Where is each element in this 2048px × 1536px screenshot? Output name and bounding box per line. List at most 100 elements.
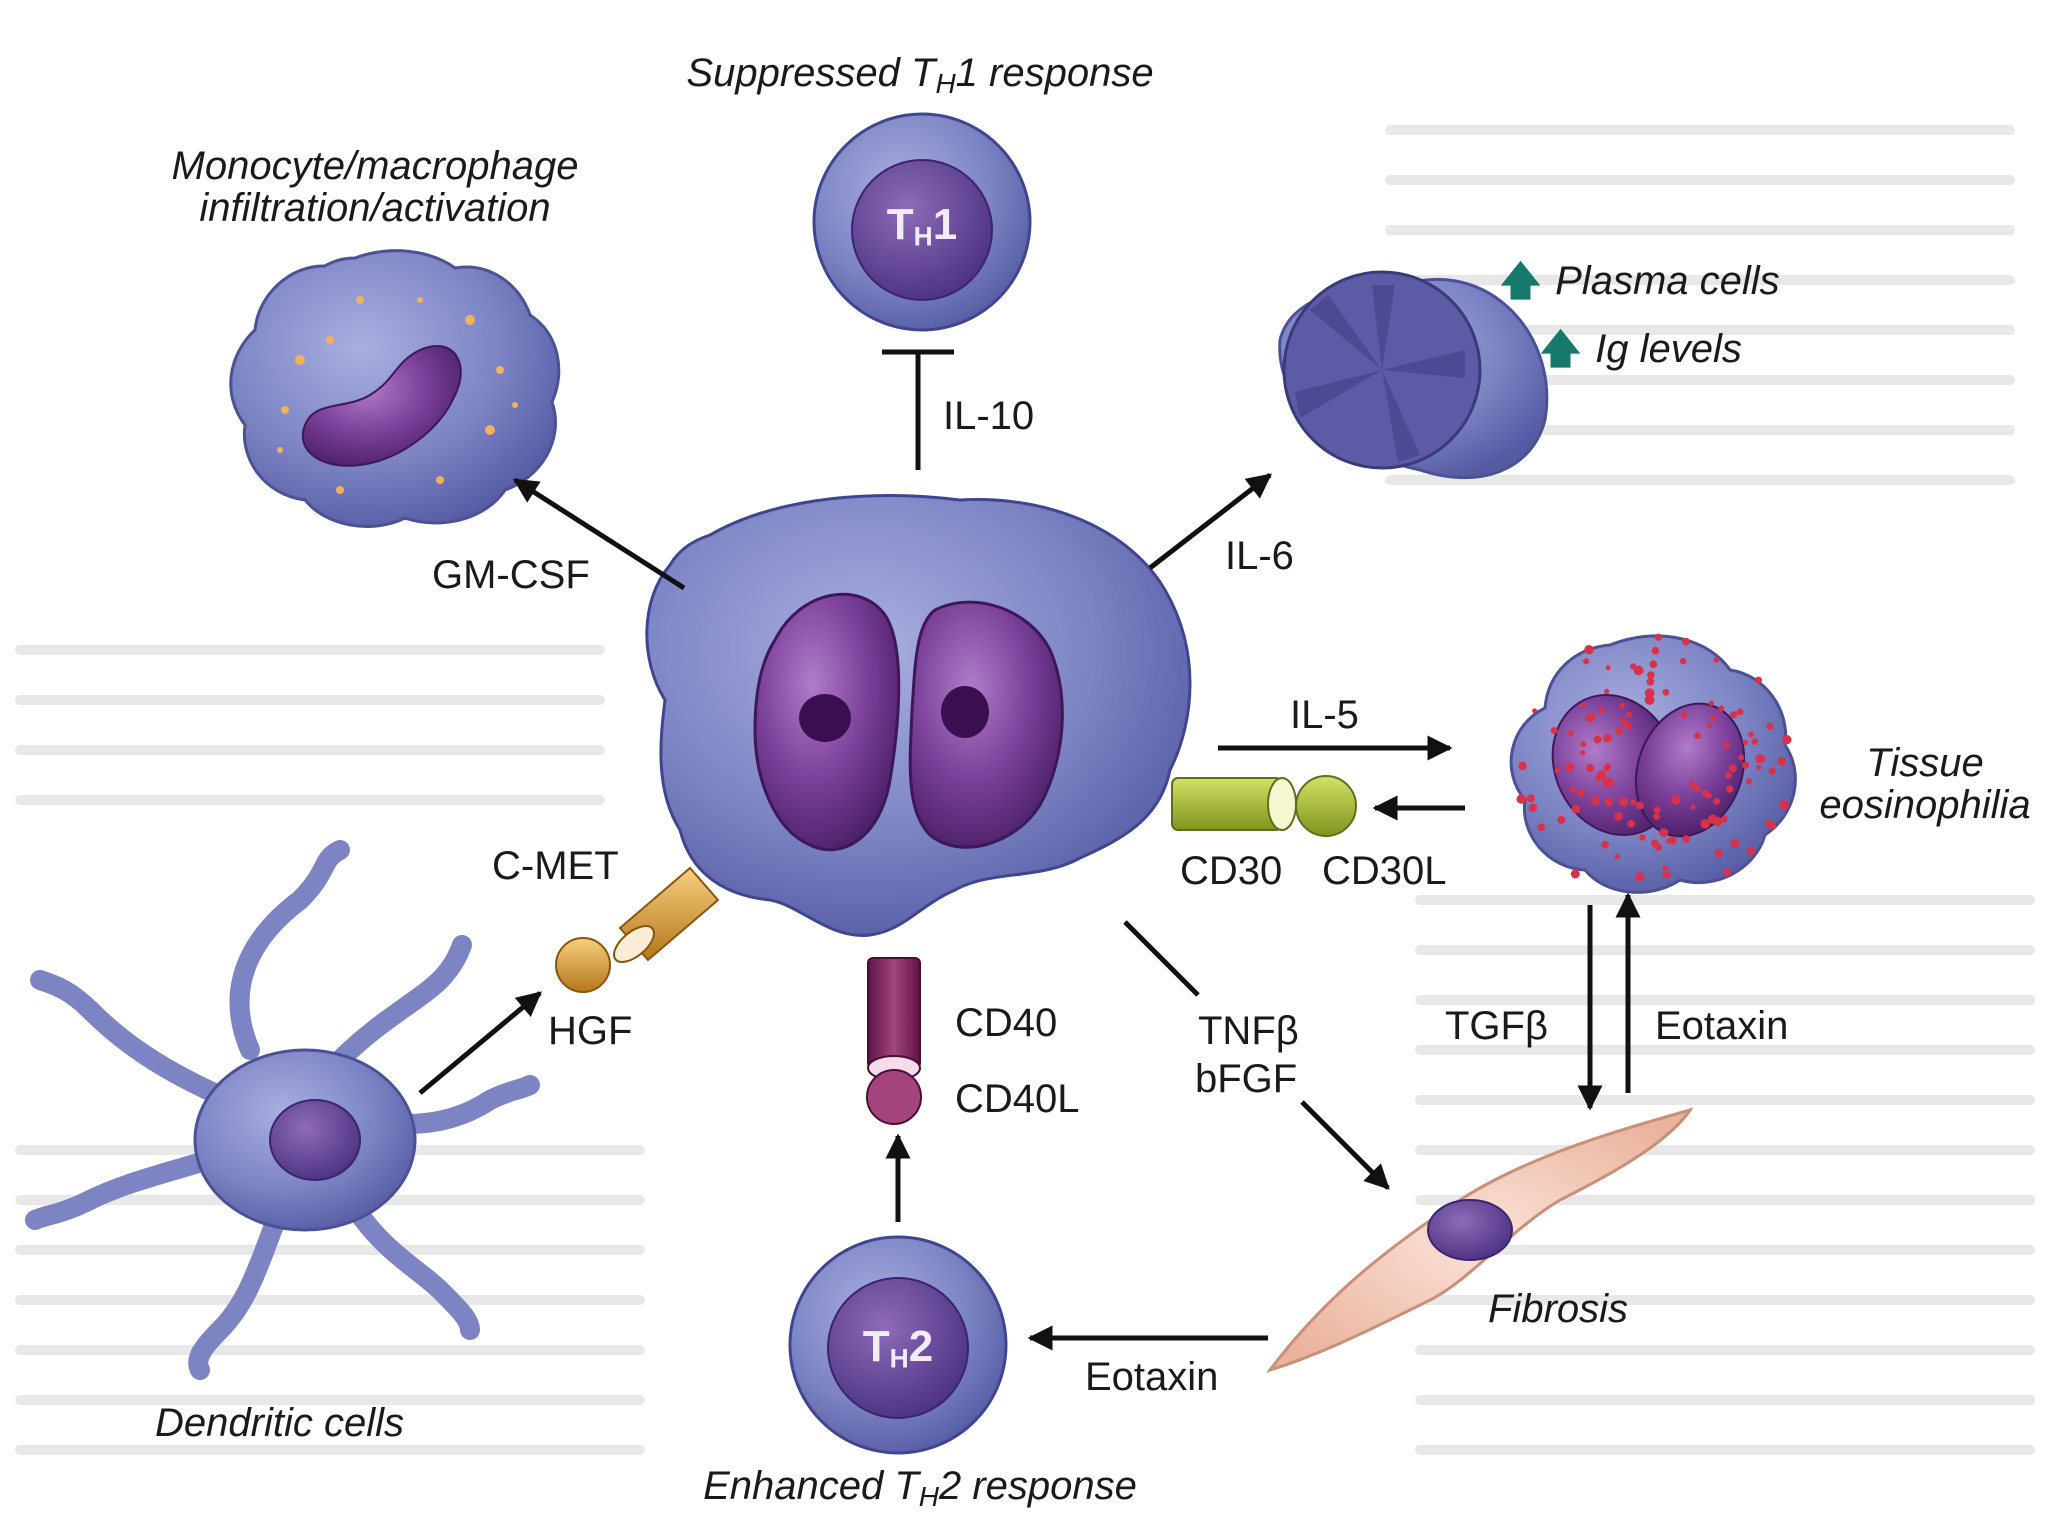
eosinophil-granule xyxy=(1564,762,1574,772)
eosinophil-granule xyxy=(1777,756,1786,766)
fibrosis-label: Fibrosis xyxy=(1488,1287,1629,1331)
eosinophil-granule xyxy=(1604,797,1613,807)
tissue-label-line1: Tissue xyxy=(1866,741,1984,785)
eosinophil-granule xyxy=(1627,820,1635,828)
eosinophil-granule xyxy=(1662,688,1670,696)
eosinophil-granule xyxy=(1759,756,1766,762)
ig-levels-label: 🡅Ig levels xyxy=(1540,327,1742,371)
eosinophil-granule xyxy=(1653,813,1660,820)
eosinophil-granule xyxy=(1557,815,1566,824)
fibroblast-cell xyxy=(1266,1107,1694,1373)
gmcsf-arrow xyxy=(512,477,686,591)
th1-cell xyxy=(812,112,1032,332)
tissue-label-line2: eosinophilia xyxy=(1819,783,2031,827)
eosinophil-granule xyxy=(1635,872,1645,882)
eosinophil-granule xyxy=(1554,767,1560,774)
cd40l-label: CD40L xyxy=(955,1077,1080,1121)
macrophage-cell xyxy=(229,249,561,528)
eosinophil-granule xyxy=(1639,834,1646,841)
eosinophil-granule xyxy=(1584,645,1594,655)
eosinophil-granule xyxy=(1664,871,1671,878)
eosinophil-granule xyxy=(1779,800,1789,810)
eosinophil-granule xyxy=(1748,731,1755,738)
tgfb-label: TGFβ xyxy=(1445,1004,1548,1048)
eosinophil-granule xyxy=(1730,838,1740,848)
eosinophil-granule xyxy=(1526,794,1535,803)
dendritic-cell-body xyxy=(193,1048,417,1232)
eosinophil-granule xyxy=(1644,688,1655,698)
eosinophil-granule xyxy=(1537,823,1546,832)
il10-label: IL-10 xyxy=(943,394,1035,438)
eosinophil-granule xyxy=(1570,869,1580,879)
cmet-receptor xyxy=(613,866,720,963)
gmcsf-label: GM-CSF xyxy=(432,553,590,597)
hgf-ligand xyxy=(555,937,611,993)
eosinophil-granule xyxy=(1671,795,1681,805)
eosinophil-granule xyxy=(1682,835,1691,843)
eosinophil-granule xyxy=(1751,738,1759,745)
plasma-cell xyxy=(1278,270,1549,480)
eosinophil-granule xyxy=(1653,806,1661,814)
il5-label: IL-5 xyxy=(1290,693,1359,737)
hgf-arrow xyxy=(418,991,542,1095)
bfgf-arrow xyxy=(1300,1100,1390,1190)
eosinophil-granule xyxy=(1756,764,1762,770)
eosinophil-granule xyxy=(1593,735,1602,744)
eosinophil-granule xyxy=(1662,865,1669,872)
eosinophil-granule xyxy=(1605,665,1611,671)
il6-arrow xyxy=(1148,473,1272,570)
eosinophil-granule xyxy=(1708,700,1715,706)
eosinophil-cell xyxy=(1509,633,1797,894)
eosinophil-granule xyxy=(1550,727,1558,734)
eosinophil-granule xyxy=(1615,727,1623,735)
cd40-receptor xyxy=(867,957,921,1081)
eosinophil-granule xyxy=(1736,708,1744,716)
eosinophil-granule xyxy=(1782,735,1792,745)
th2-cell xyxy=(788,1235,1008,1455)
th2-caption: TH2 xyxy=(862,1322,934,1374)
eosinophil-granule xyxy=(1726,785,1734,793)
eosinophil-granule xyxy=(1597,706,1605,714)
eosinophil-granule xyxy=(1532,708,1538,714)
eosinophil-granule xyxy=(1528,803,1538,812)
eosinophil-granule xyxy=(1679,658,1687,665)
dendritic-cells-label: Dendritic cells xyxy=(155,1401,404,1445)
eosinophil-granule xyxy=(1706,722,1712,729)
cmet-label: C-MET xyxy=(492,844,619,888)
eosinophil-granule xyxy=(1603,765,1611,772)
tissue-eosinophilia-label: Tissue eosinophilia xyxy=(1805,742,2045,826)
eosinophil-granule xyxy=(1713,797,1721,805)
eosinophil-granule xyxy=(1601,840,1609,849)
eosinophil-granule xyxy=(1618,796,1629,807)
cd30l-ligand xyxy=(1295,775,1357,837)
eotaxin-right-label: Eotaxin xyxy=(1655,1004,1789,1048)
eosinophil-granule xyxy=(1580,750,1586,756)
eosinophil-granule xyxy=(1680,711,1688,719)
eosinophil-granule xyxy=(1619,703,1625,710)
eosinophil-granule xyxy=(1713,657,1720,663)
eosinophil-granule xyxy=(1590,713,1596,719)
eosinophil-granule xyxy=(1659,828,1669,838)
eosinophil-granule xyxy=(1769,823,1776,830)
eosinophil-granule xyxy=(1766,722,1774,730)
eosinophil-granule xyxy=(1624,721,1632,730)
eosinophil-granule xyxy=(1604,777,1614,788)
eosinophil-granule xyxy=(1694,785,1701,792)
cd40l-ligand xyxy=(866,1069,922,1125)
eosinophil-granule xyxy=(1614,812,1623,821)
suppressed-th1-label: Suppressed TH1 response xyxy=(686,51,1154,99)
eosinophil-granule xyxy=(1646,677,1655,686)
arrows xyxy=(418,349,1641,1351)
eosinophil-granule xyxy=(1649,660,1658,669)
eosinophil-granule xyxy=(1604,688,1610,695)
eosinophil-granule xyxy=(1571,804,1581,814)
eosinophil-granule xyxy=(1580,741,1587,748)
dendritic-cell xyxy=(25,840,540,1380)
bfgf-label: bFGF xyxy=(1195,1057,1298,1101)
eosinophil-granule xyxy=(1706,793,1712,799)
eosinophil-granule xyxy=(1682,637,1690,646)
eosinophil-granule xyxy=(1694,732,1701,740)
eosinophil-granule xyxy=(1567,730,1574,736)
